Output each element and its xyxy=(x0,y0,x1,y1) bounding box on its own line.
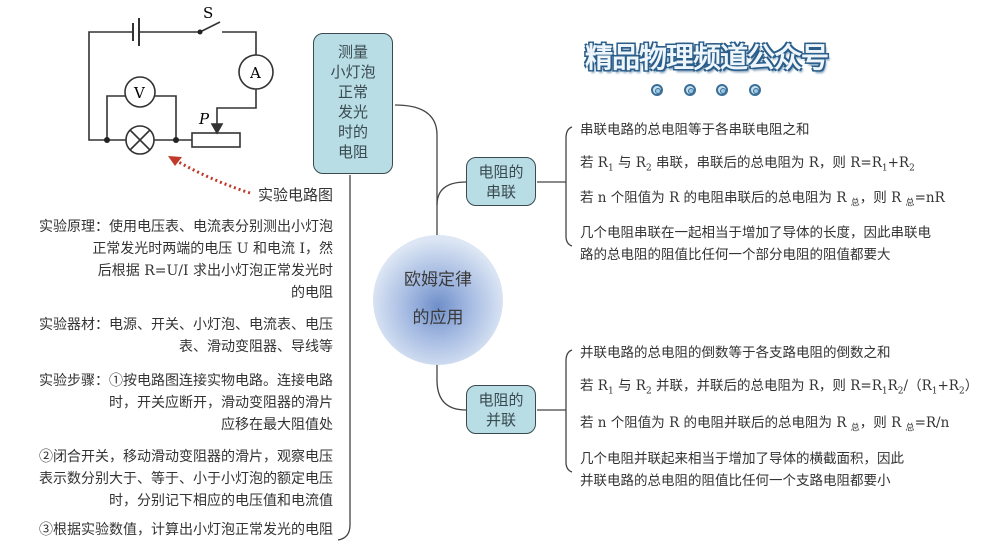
slider-label: P xyxy=(198,110,210,128)
series-rule-4: 几个电阻串联在一起相当于增加了导体的长度，因此串联电路的总电阻的阻值比任何一个部… xyxy=(580,225,931,263)
steps-text-1: 实验步骤：①按电路图连接实物电路。连接电路时，开关应断开，滑动变阻器的滑片应移在… xyxy=(39,373,333,433)
measure-node: 测量小灯泡正常 发光时的电阻 xyxy=(313,33,393,174)
pointer-arrow xyxy=(174,158,251,195)
lamp xyxy=(125,125,155,155)
series-rule-3: 若 n 个阻值为 R 的电阻串联后的总电阻为 R 总，则 R 总=nR xyxy=(580,190,945,209)
voltmeter-label: V xyxy=(133,84,146,102)
decor-dot xyxy=(716,84,728,96)
steps-text-3: ③根据实验数值，计算出小灯泡正常发光的电阻 xyxy=(39,522,333,538)
decor-dot xyxy=(684,84,696,96)
parallel-rule-3: 若 n 个阻值为 R 的电阻并联后的总电阻为 R 总，则 R 总=R/n xyxy=(580,415,950,434)
series-rule-2: 若 R1 与 R2 串联，串联后的总电阻为 R，则 R=R1+R2 xyxy=(580,155,915,174)
series-node: 电阻的串联 xyxy=(466,157,536,206)
brand-title: 精品物理频道公众号 xyxy=(585,41,829,74)
decor-dot xyxy=(651,84,663,96)
parallel-node: 电阻的并联 xyxy=(466,385,536,434)
parallel-rule-1: 并联电路的总电阻的倒数等于各支路电阻的倒数之和 xyxy=(580,345,891,361)
parallel-rule-2: 若 R1 与 R2 并联，并联后的总电阻为 R，则 R=R1R2/（R1+R2） xyxy=(580,378,979,397)
series-rule-1: 串联电路的总电阻等于各串联电阻之和 xyxy=(580,122,810,138)
circuit-caption: 实验电路图 xyxy=(258,186,334,204)
center-node: 欧姆定律 的应用 xyxy=(373,235,503,365)
ammeter-label: A xyxy=(249,64,261,82)
decor-dot xyxy=(749,84,761,96)
switch-label: S xyxy=(203,4,213,22)
circuit-diagram xyxy=(88,18,274,155)
steps-text-2: ②闭合开关，移动滑动变阻器的滑片，观察电压表示数分别大于、等于、小于小灯泡的额定… xyxy=(39,449,333,509)
parallel-rule-4: 几个电阻并联起来相当于增加了导体的横截面积，因此并联电路的总电阻的阻值比任何一个… xyxy=(580,451,904,489)
rheostat xyxy=(191,132,241,148)
voltmeter xyxy=(124,76,156,108)
equipment-text: 实验器材：电源、开关、小灯泡、电流表、电压表、滑动变阻器、导线等 xyxy=(39,317,333,355)
principle-text: 实验原理：使用电压表、电流表分别测出小灯泡正常发光时两端的电压 U 和电流 I，… xyxy=(39,219,333,301)
